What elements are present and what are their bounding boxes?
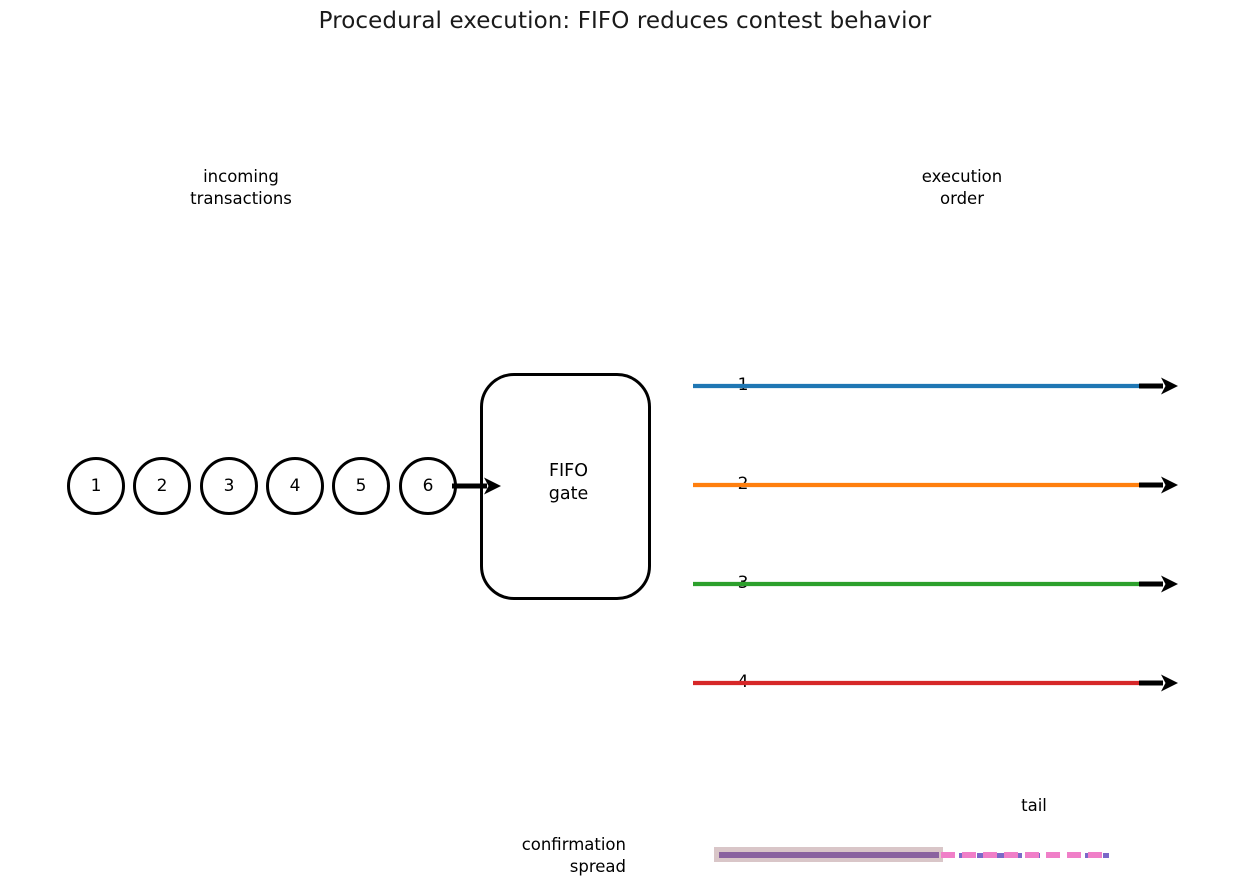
tail-dashed-pink-line <box>941 852 1109 858</box>
execution-lane-number-4: 4 <box>737 672 749 692</box>
queue-circle-label: 6 <box>422 476 434 496</box>
queue-circle-4[interactable]: 4 <box>266 457 324 515</box>
execution-lane-number-2: 2 <box>737 474 749 494</box>
incoming-transactions-label: incoming transactions <box>190 167 292 208</box>
execution-lane-arrowhead-2 <box>1161 476 1178 494</box>
execution-lane-arrowhead-3 <box>1161 575 1178 593</box>
queue-circle-label: 4 <box>289 476 301 496</box>
queue-circle-5[interactable]: 5 <box>332 457 390 515</box>
execution-lane-number-1: 1 <box>737 375 749 395</box>
execution-lane-number-3: 3 <box>737 573 749 593</box>
queue-circle-2[interactable]: 2 <box>133 457 191 515</box>
confirmation-spread-core-line <box>719 851 939 858</box>
tail-label: tail <box>1021 796 1047 815</box>
figure-title: Procedural execution: FIFO reduces conte… <box>318 8 932 34</box>
execution-order-label: execution order <box>921 167 1003 208</box>
execution-lane-arrowhead-4 <box>1161 674 1178 692</box>
queue-circle-1[interactable]: 1 <box>67 457 125 515</box>
queue-circle-label: 5 <box>355 476 367 496</box>
fifo-gate-label: FIFO gate <box>548 461 589 504</box>
queue-circle-6[interactable]: 6 <box>399 457 457 515</box>
confirmation-spread-label: confirmation spread <box>521 835 626 876</box>
execution-lane-arrowhead-1 <box>1161 377 1178 395</box>
fifo-gate-box[interactable]: FIFO gate <box>480 373 651 600</box>
queue-circle-label: 2 <box>156 476 168 496</box>
queue-circle-3[interactable]: 3 <box>200 457 258 515</box>
queue-circle-label: 3 <box>223 476 235 496</box>
queue-circle-label: 1 <box>90 476 102 496</box>
